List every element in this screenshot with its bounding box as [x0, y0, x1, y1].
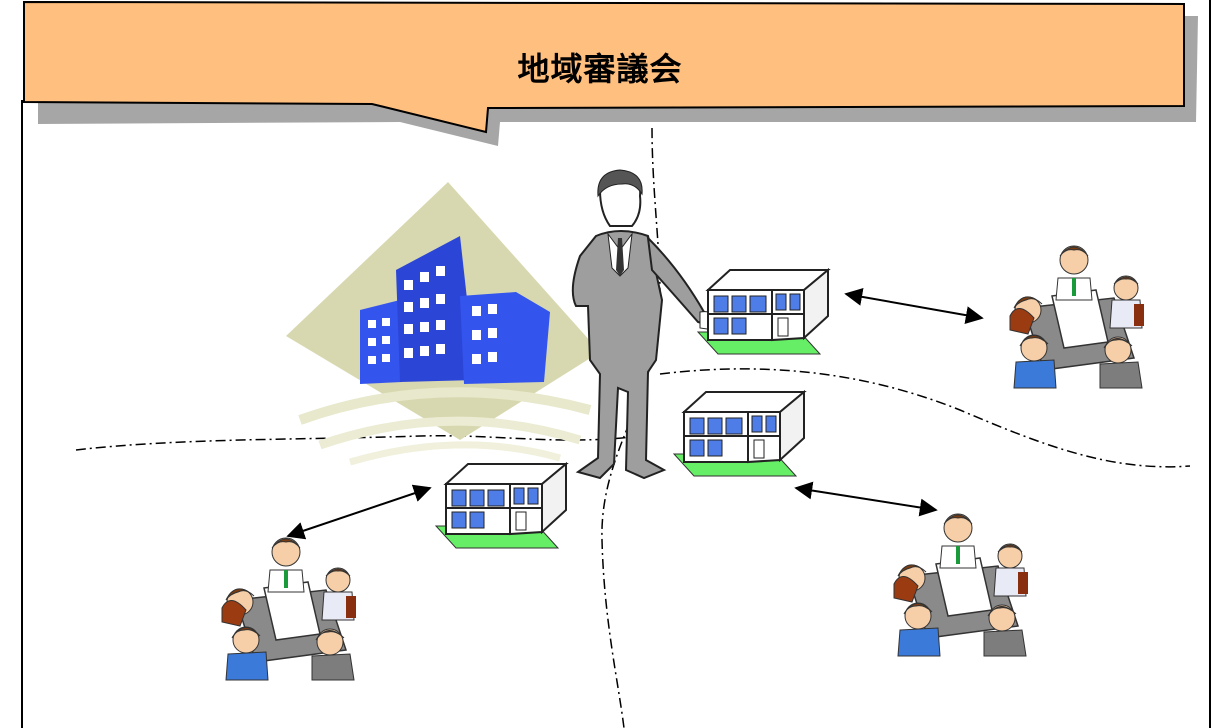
school-building-icon-2: [673, 391, 805, 477]
boundary-line-right: [659, 368, 1191, 468]
school-building-icon-1: [697, 269, 829, 355]
meeting-group-icon-2: [892, 512, 1030, 658]
office-building-icon: [286, 182, 600, 466]
boundary-line-horizontal: [75, 435, 641, 451]
boundary-line-vertical: [601, 127, 661, 728]
double-arrow-icon-1: [844, 287, 984, 325]
double-arrow-icon-3: [286, 484, 432, 540]
meeting-group-icon-1: [1008, 244, 1146, 390]
businessman-icon: [571, 169, 719, 480]
meeting-group-icon-3: [220, 536, 358, 682]
title-banner: [23, 0, 1185, 134]
double-arrow-icon-2: [794, 481, 938, 517]
page-title: 地域審議会: [517, 50, 683, 88]
school-building-icon-3: [435, 463, 567, 549]
